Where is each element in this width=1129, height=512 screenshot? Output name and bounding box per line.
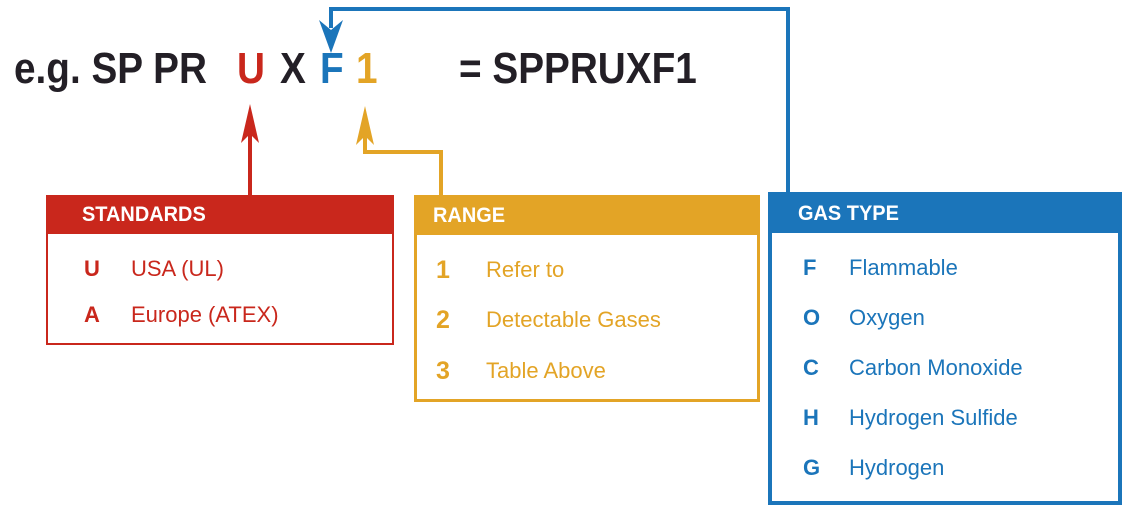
- code-prefix: e.g. SP PR: [14, 44, 207, 93]
- standards-box: STANDARDS U USA (UL) A Europe (ATEX): [46, 195, 394, 345]
- row-label: Table Above: [486, 358, 606, 383]
- row-code: 2: [436, 306, 450, 334]
- code-letter-standard: U: [237, 44, 265, 93]
- range-header: RANGE: [416, 197, 758, 235]
- row-code: 3: [436, 357, 450, 385]
- standards-title: STANDARDS: [82, 203, 206, 226]
- row-label: Europe (ATEX): [131, 302, 279, 327]
- code-letter-x: X: [280, 44, 306, 93]
- row-code: G: [803, 455, 821, 480]
- row-code: 1: [436, 256, 450, 284]
- row-code: F: [803, 255, 817, 280]
- row-label: Oxygen: [849, 305, 925, 330]
- row-label: USA (UL): [131, 256, 224, 281]
- row-label: Refer to: [486, 257, 565, 282]
- gas-type-title: GAS TYPE: [798, 202, 899, 225]
- row-label: Hydrogen: [849, 455, 945, 480]
- standards-header: STANDARDS: [47, 196, 393, 234]
- range-box: RANGE 1 Refer to 2 Detectable Gases 3 Ta…: [414, 195, 760, 402]
- gas-type-header: GAS TYPE: [771, 195, 1119, 233]
- row-label: Hydrogen Sulfide: [849, 405, 1018, 430]
- code-result: = SPPRUXF1: [459, 44, 697, 93]
- range-title: RANGE: [433, 204, 506, 227]
- standards-arrowhead-icon: [241, 104, 259, 143]
- row-code: A: [84, 302, 100, 327]
- row-code: H: [803, 405, 819, 430]
- row-label: Detectable Gases: [486, 307, 661, 332]
- code-letter-gas: F: [320, 44, 344, 93]
- code-digit-range: 1: [356, 44, 378, 93]
- row-label: Carbon Monoxide: [849, 355, 1023, 380]
- range-arrowhead-icon: [356, 106, 374, 145]
- gas-type-connector-line: [329, 7, 790, 194]
- row-code: U: [84, 256, 100, 281]
- range-connector-line: [363, 134, 443, 196]
- gas-type-box: GAS TYPE F Flammable O Oxygen C Carbon M…: [768, 192, 1122, 505]
- row-code: C: [803, 355, 819, 380]
- row-label: Flammable: [849, 255, 958, 280]
- row-code: O: [803, 305, 821, 330]
